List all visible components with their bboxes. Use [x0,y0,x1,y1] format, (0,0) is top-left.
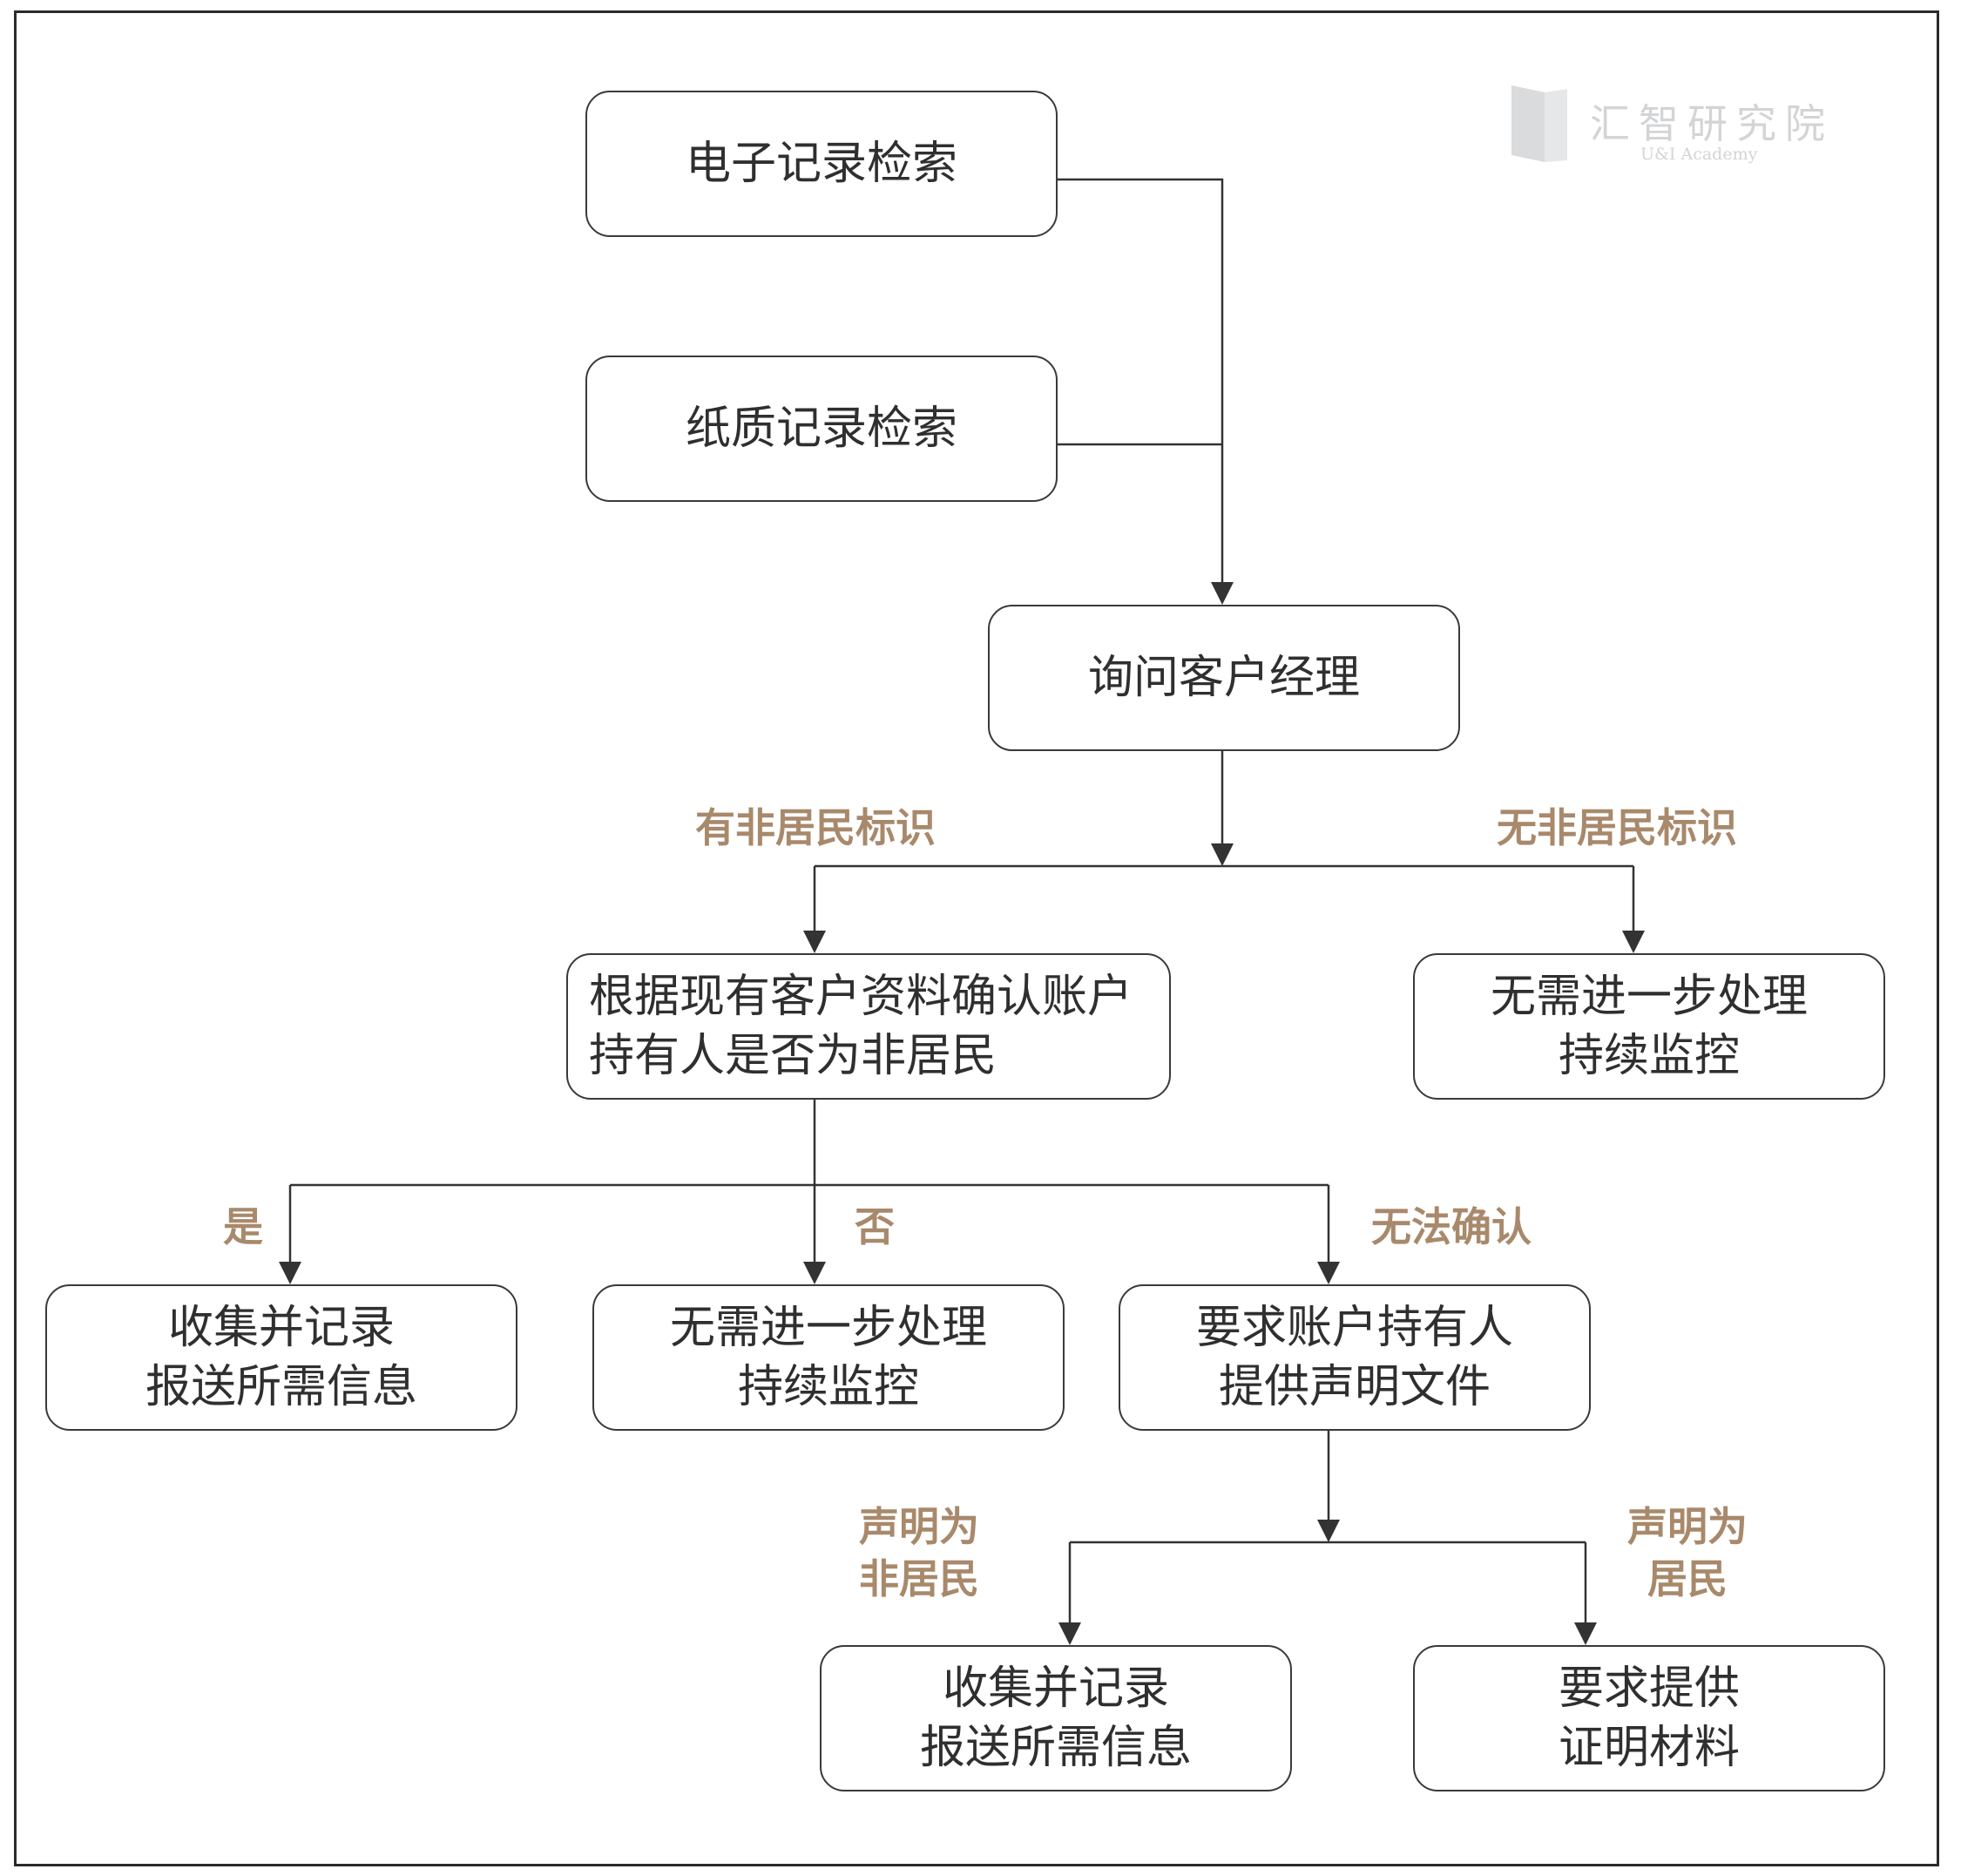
edge-label-no-nonresident: 无非居民标识 [1497,804,1737,851]
node-label-line1: 收集并记录 [167,1302,395,1354]
node-label-line1: 无需进一步处理 [1490,971,1808,1023]
edge-label-declared-nonresident: 声明为 非居民 [859,1500,979,1605]
node-no-action-mid: 无需进一步处理 持续监控 [592,1284,1065,1431]
node-label: 纸质记录检索 [685,403,957,455]
edge-label-line1: 声明为 [859,1503,979,1550]
watermark-english: U&I Academy [1640,145,1758,164]
node-label-line2: 提供声明文件 [1218,1361,1491,1413]
node-paper-search: 纸质记录检索 [585,356,1058,502]
node-no-action-right: 无需进一步处理 持续监控 [1413,953,1885,1100]
node-label-line1: 要求账户持有人 [1195,1302,1513,1354]
edge-label-line2: 居民 [1647,1555,1728,1602]
node-label-line2: 报送所需信息 [919,1722,1192,1774]
node-collect-report-2: 收集并记录 报送所需信息 [820,1645,1292,1791]
edge-label-no: 否 [855,1203,895,1250]
arrowhead [279,1262,301,1284]
watermark-chinese: 汇智研究院 [1590,100,1834,147]
node-label-line1: 根据现有客户资料确认账户 [589,971,1133,1023]
arrowhead [1317,1262,1340,1284]
node-label-line1: 收集并记录 [942,1663,1169,1715]
node-electronic-search: 电子记录检索 [585,91,1058,237]
connector-electronic-to-trunk [1056,178,1224,582]
node-label-line2: 持续监控 [737,1361,919,1413]
node-label: 电子记录检索 [685,138,957,190]
edge-label-cannot-confirm: 无法确认 [1371,1203,1532,1250]
arrowhead [1058,1622,1081,1645]
edge-label-declared-resident: 声明为 居民 [1627,1500,1748,1605]
arrowhead [1622,931,1645,953]
watermark-logo: 汇智研究院 U&I Academy [1510,84,1825,171]
arrowhead [1574,1622,1597,1645]
edge-label-yes: 是 [223,1203,263,1250]
node-collect-report: 收集并记录 报送所需信息 [45,1284,517,1431]
node-label-line2: 持有人是否为非居民 [589,1030,997,1082]
diagram-frame [14,10,1939,1866]
node-label-line1: 无需进一步处理 [669,1302,987,1354]
arrowhead [1317,1520,1340,1542]
node-label-line1: 要求提供 [1558,1663,1740,1715]
node-confirm-nonresident: 根据现有客户资料确认账户 持有人是否为非居民 [566,953,1171,1100]
edge-label-line2: 非居民 [859,1555,979,1602]
node-label-line2: 持续监控 [1558,1030,1740,1082]
arrowhead [1211,582,1234,605]
node-request-proof: 要求提供 证明材料 [1413,1645,1885,1791]
node-label: 询问客户经理 [1087,652,1360,704]
edge-label-has-nonresident: 有非居民标识 [695,804,936,851]
academy-logo-icon [1511,85,1567,162]
edge-label-line1: 声明为 [1627,1503,1748,1550]
node-ask-manager: 询问客户经理 [988,605,1460,751]
node-request-declaration: 要求账户持有人 提供声明文件 [1119,1284,1591,1431]
arrowhead [803,1262,826,1284]
node-label-line2: 证明材料 [1558,1722,1740,1774]
arrowhead [803,931,826,953]
arrowhead [1211,843,1234,866]
node-label-line2: 报送所需信息 [145,1361,417,1413]
